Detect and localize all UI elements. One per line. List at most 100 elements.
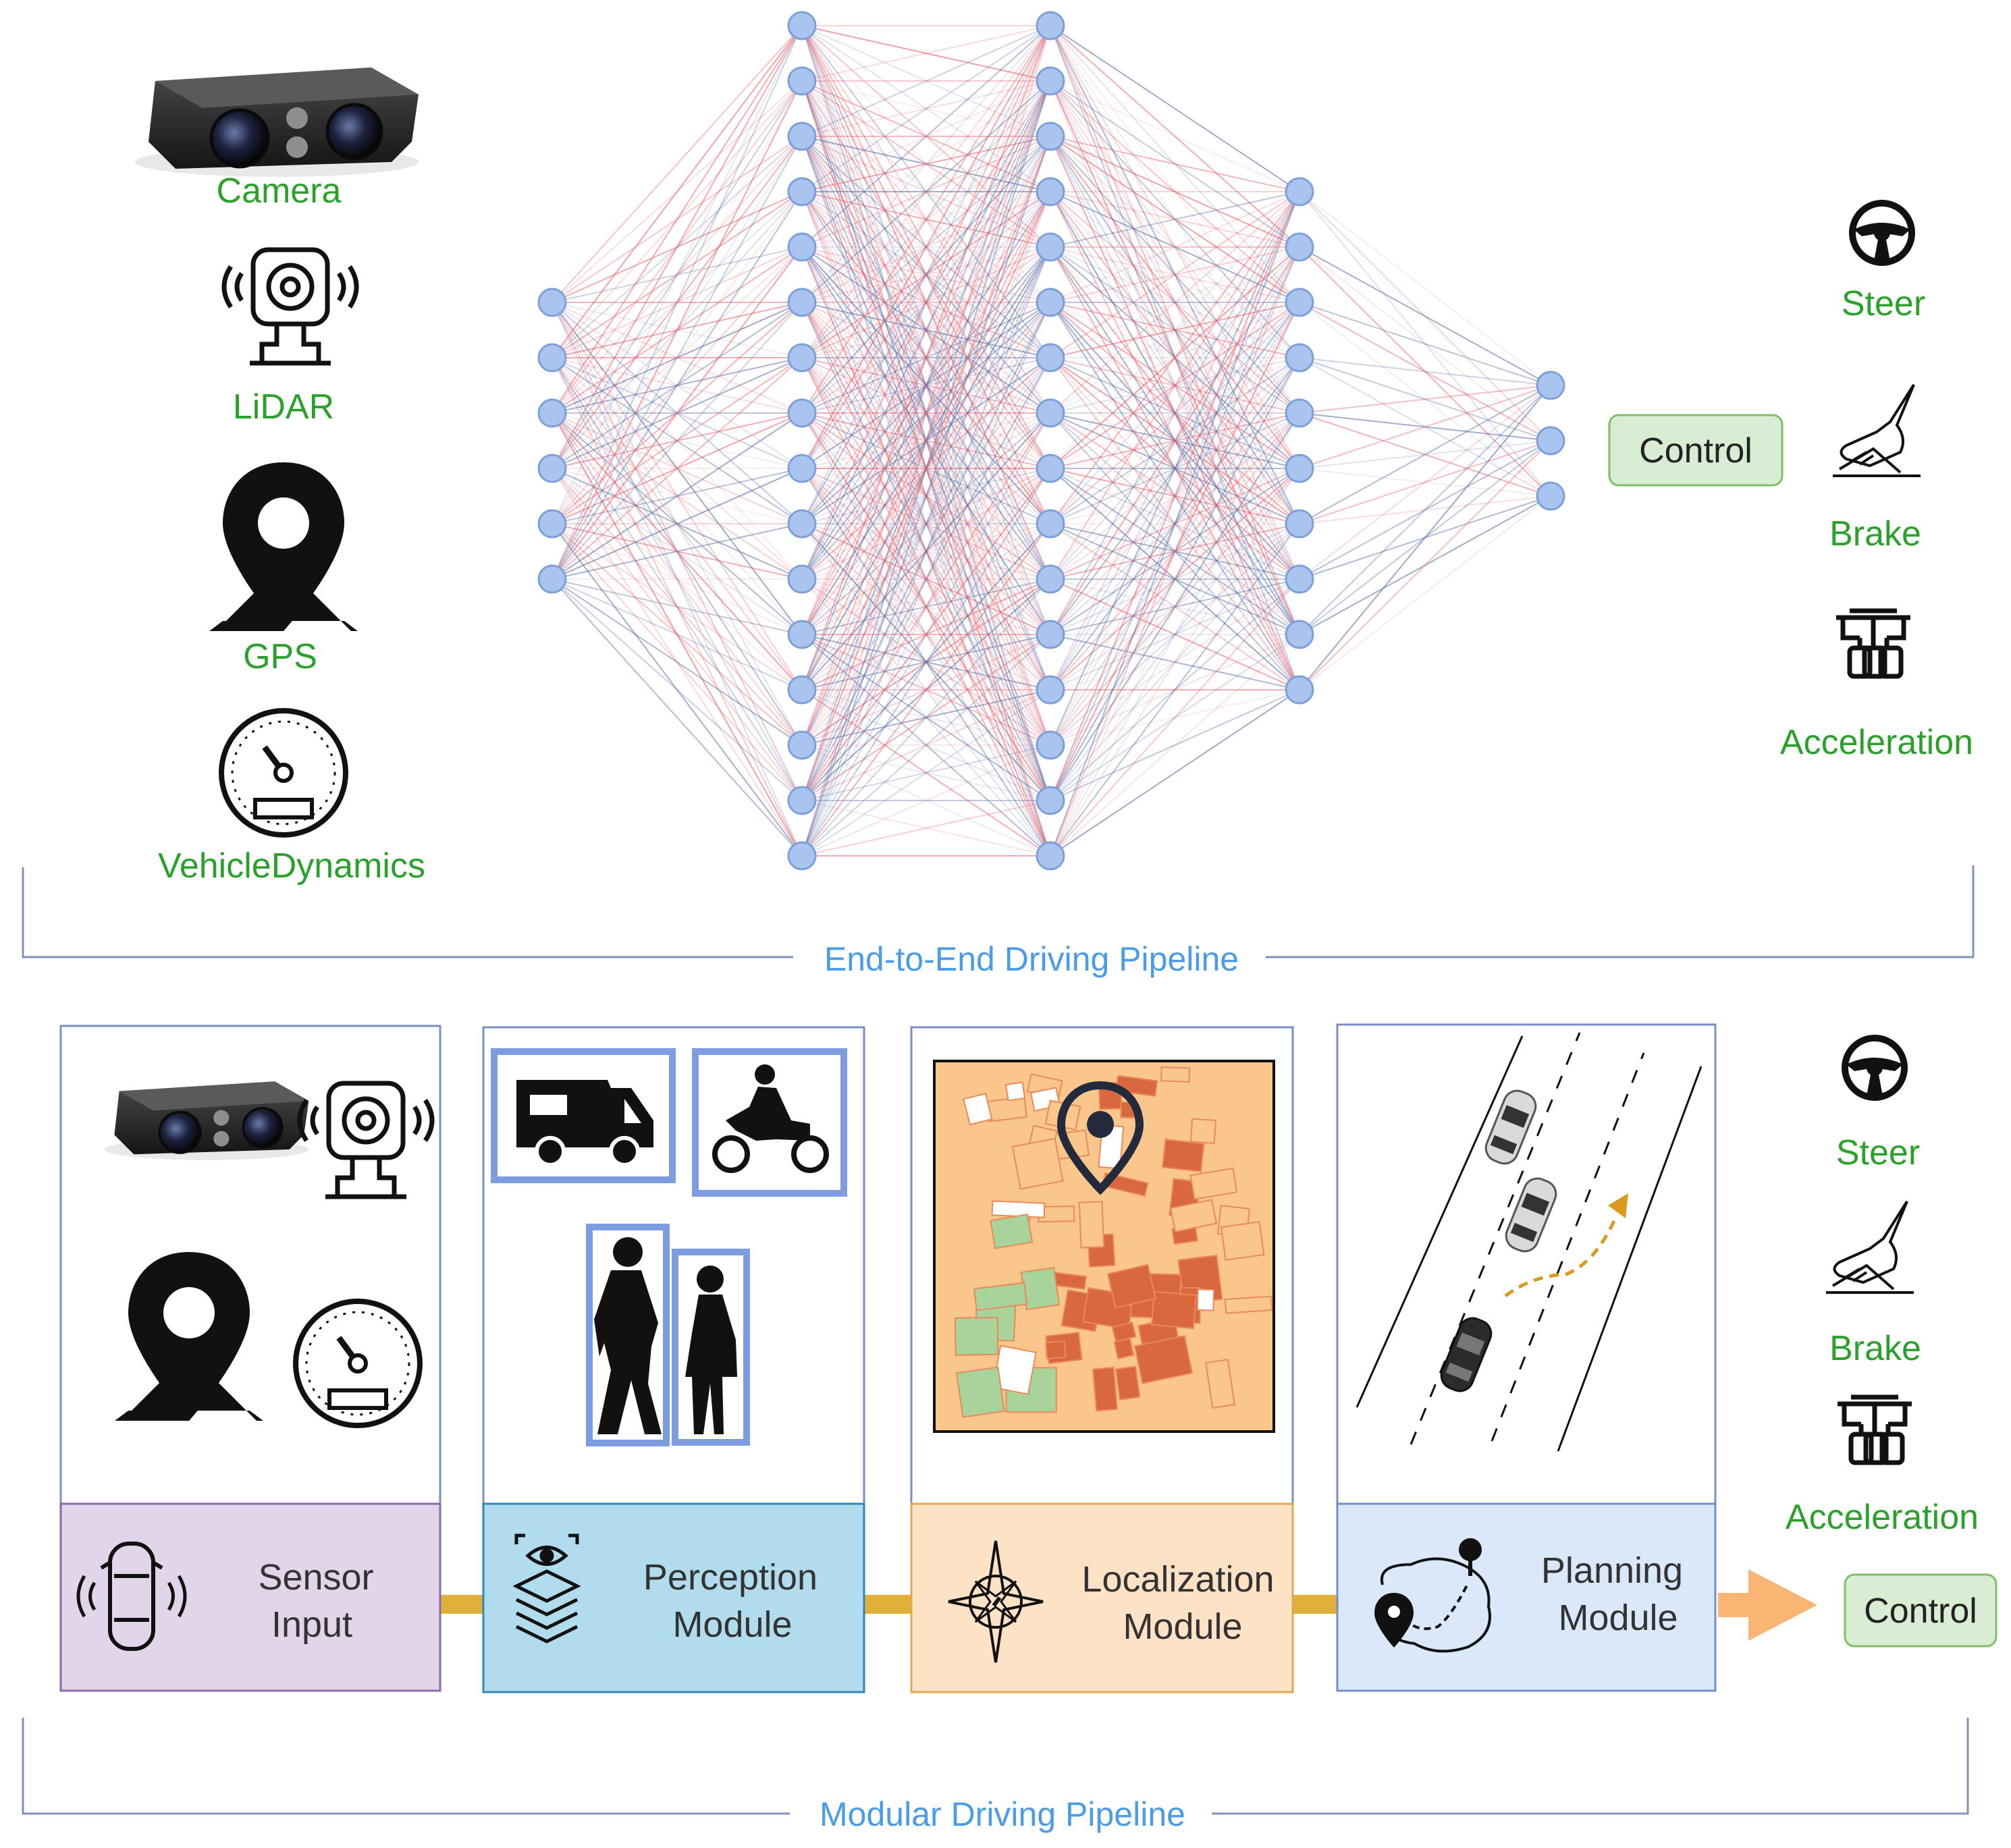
network-edge [801,302,1051,524]
network-node [1536,371,1565,400]
brake-pedal-icon [1826,1200,1914,1294]
connector-3 [1293,1595,1337,1614]
network-edge [801,80,1051,137]
network-edge [801,25,1051,137]
network-edge [552,191,803,580]
network-node [537,343,567,373]
network-edge [1050,246,1300,358]
rv-icon [516,1080,653,1167]
network-edge [801,800,1051,857]
network-node [1036,730,1065,760]
network-edge [801,136,1051,746]
network-edge [1299,468,1551,497]
network-edge [801,468,1051,524]
network-edge [1050,136,1300,192]
network-edge [1050,689,1300,857]
network-edge [1050,136,1300,248]
speedometer-icon [219,708,348,838]
network-edge [801,246,1051,857]
network-edge [801,412,1051,857]
network-node [1036,343,1065,373]
network-edge [801,357,1051,635]
connector-1 [440,1595,485,1614]
map-block [1160,1066,1191,1083]
network-edge [1050,191,1300,524]
network-edge [801,412,1051,690]
network-edge [1299,440,1551,524]
modular-pipeline-label: Modular Driving Pipeline [820,1795,1185,1833]
network-edge [801,25,1051,248]
network-edge [801,357,1051,469]
network-edge [1050,191,1300,746]
map-block [1169,1199,1218,1233]
network-edge [801,25,1051,857]
network-edge [801,80,1051,192]
connector-2 [864,1595,911,1614]
network-edge [1050,136,1300,414]
network-edge [801,25,1051,801]
network-edge [1050,191,1300,248]
network-edge [552,578,803,801]
gps-pin-icon [115,1252,263,1421]
network-edge [801,25,1051,137]
network-edge [1050,191,1300,469]
network-edge [552,246,803,580]
network-edge [801,136,1051,248]
trajectory-arrowhead [1608,1193,1628,1218]
network-edge [801,744,1051,857]
localization-label-line2: Module [1123,1606,1242,1647]
network-edge [1050,357,1300,414]
network-edge [1299,385,1551,524]
map-block [1189,1118,1216,1144]
network-edge [801,357,1051,746]
network-edge [1299,191,1551,386]
network-edge [552,25,803,469]
network-edge [552,357,803,580]
network-edge [801,246,1051,746]
network-edge [1299,385,1551,469]
network-edge [1299,412,1551,497]
network-edge [1050,191,1300,690]
network-edge [801,689,1051,801]
layers-eye-icon [512,1533,581,1643]
network-node [787,454,817,483]
network-edge [1299,385,1551,580]
network-edge [1050,357,1300,857]
network-edge [552,246,803,469]
map-block [1189,1167,1238,1200]
network-edge [801,744,1051,801]
network-edge [1050,246,1300,580]
network-edge [801,302,1051,690]
network-edge [801,80,1051,248]
network-node [1285,398,1314,428]
network-edge [801,25,1051,580]
network-edge [1050,302,1300,857]
network-edge [801,302,1051,746]
network-node [1036,177,1065,207]
perception-label-line1: Perception [643,1557,817,1598]
network-edge [1299,246,1551,497]
network-edge [801,468,1051,801]
network-edge [801,25,1051,469]
network-edge [552,25,803,303]
network-edge [801,80,1051,469]
network-edge [801,523,1051,690]
ego-car [1440,1317,1493,1392]
network-edge [552,191,803,358]
output-label-acceleration-top: Acceleration [1780,723,1973,762]
network-edge [801,302,1051,746]
network-edge [801,246,1051,801]
network-edge [1299,357,1551,441]
network-edge [552,357,803,414]
map-block [986,1096,1027,1122]
network-edge [1299,246,1551,386]
network-node [1285,564,1314,594]
network-edge [1050,191,1300,303]
network-node [1036,620,1065,649]
network-node [787,66,817,96]
network-edge [801,357,1051,635]
network-edge [801,800,1051,857]
network-node [1285,343,1314,373]
network-edge [552,468,803,746]
network-node [1036,232,1065,262]
